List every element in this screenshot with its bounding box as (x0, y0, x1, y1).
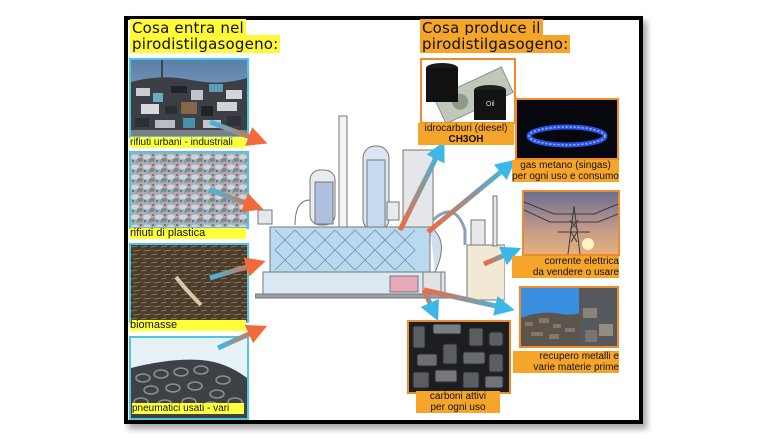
output-label-electricity-line2: da vendere o usare (532, 267, 619, 278)
oil-barrels-and-dollar-photo: Oil (420, 58, 516, 124)
outputs-heading-line1: Cosa produce il (420, 19, 543, 37)
output-label-activated-carbon-line2: per ogni uso (430, 402, 486, 413)
input-label-biomass: biomasse (130, 320, 246, 331)
power-pylon-sunset-photo (522, 190, 620, 256)
output-label-hydrocarbons: idrocarburi (diesel) CH3OH (418, 123, 514, 145)
wood-chips-photo (129, 243, 249, 323)
inputs-heading-line1: Cosa entra nel (130, 19, 246, 37)
inputs-heading: Cosa entra nel pirodistilgasogeno: (130, 19, 281, 53)
arrow-metals-out (423, 287, 515, 316)
arrow-biomass-in (209, 257, 266, 281)
outputs-heading-line2: pirodistilgasogeno: (420, 35, 571, 53)
output-label-electricity-line1: corrente elettrica (544, 256, 619, 267)
activated-carbon-photo (407, 320, 511, 394)
arrow-carbon-out (420, 288, 439, 322)
arrow-urban-waste-in (209, 119, 268, 146)
input-label-tires: pneumatici usati - vari (132, 403, 244, 414)
output-label-activated-carbon-line1: carboni attivi (429, 391, 487, 402)
outputs-heading: Cosa produce il pirodistilgasogeno: (420, 19, 571, 53)
arrow-tires-in (216, 324, 268, 351)
output-label-metals-line2: varie materie prime (533, 362, 619, 373)
scrap-metal-photo (519, 286, 619, 348)
arrow-electricity-out (483, 246, 522, 267)
output-label-methane-line1: gas metano (singas) (520, 160, 611, 171)
pyrolysis-plant-drawing (255, 100, 505, 305)
output-label-methane-line2: per ogni uso e consumo (512, 171, 619, 182)
gas-flame-photo (515, 98, 619, 160)
arrow-plastic-in (209, 187, 264, 212)
input-label-urban-waste: rifiuti urbani - industriali (130, 137, 246, 148)
inputs-heading-line2: pirodistilgasogeno: (130, 35, 281, 53)
output-label-hydrocarbons-line2: CH3OH (448, 134, 484, 145)
arrow-hydrocarbons-out (397, 141, 445, 232)
arrow-methane-out (426, 159, 516, 234)
output-label-electricity: corrente elettrica da vendere o usare (512, 256, 619, 278)
svg-text:Oil: Oil (486, 101, 495, 108)
output-label-activated-carbon: carboni attivi per ogni uso (416, 391, 500, 413)
output-label-metals: recupero metalli e varie materie prime (513, 351, 619, 373)
output-label-hydrocarbons-line1: idrocarburi (diesel) (424, 123, 508, 134)
output-label-metals-line1: recupero metalli e (539, 351, 619, 362)
waste-heap-photo (129, 58, 249, 138)
input-label-plastic: rifiuti di plastica (130, 228, 246, 239)
output-label-methane: gas metano (singas) per ogni uso e consu… (512, 160, 619, 182)
